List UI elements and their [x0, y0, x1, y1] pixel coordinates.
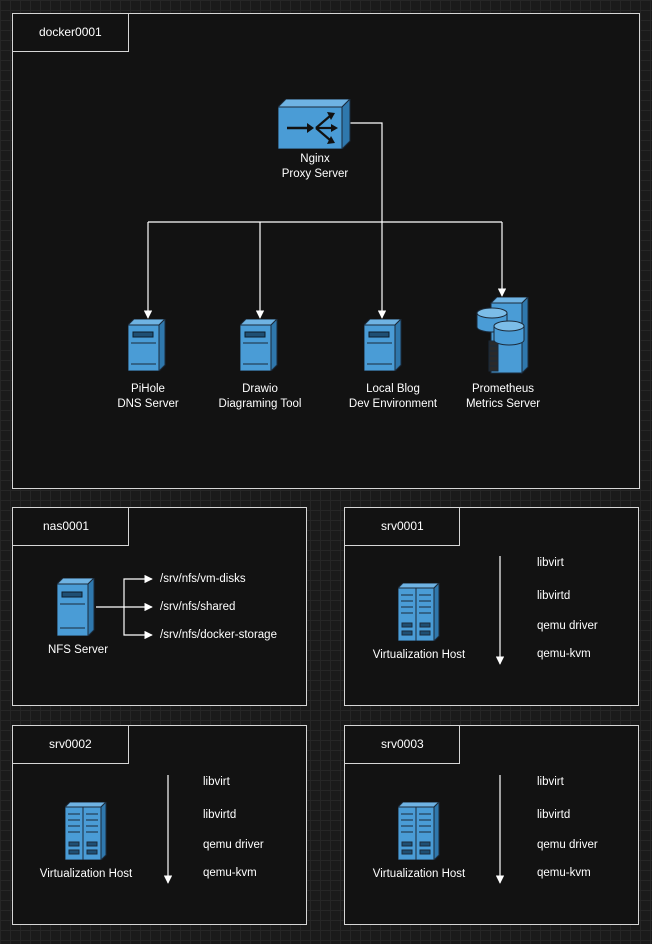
- dual-server-icon: [398, 802, 440, 860]
- stack-qemu-driver: qemu driver: [537, 839, 598, 851]
- stack-qemu-kvm: qemu-kvm: [537, 867, 591, 879]
- arrow-to-vm-disks: [123, 574, 153, 607]
- srv0003-host-label: Virtualization Host: [372, 868, 466, 880]
- stack-libvirt: libvirt: [537, 557, 564, 569]
- stack-libvirtd: libvirtd: [537, 590, 571, 602]
- service-name: PiHole: [131, 383, 165, 395]
- nfs-server-label: NFS Server: [47, 644, 109, 656]
- service-role: DNS Server: [117, 398, 179, 410]
- service-role: Dev Environment: [348, 398, 438, 410]
- server-tower-icon: [240, 319, 278, 371]
- stack-qemu-kvm: qemu-kvm: [537, 648, 591, 660]
- service-name: Local Blog: [366, 383, 420, 395]
- docker-host-title: docker0001: [12, 13, 129, 52]
- srv0001-host-label: Virtualization Host: [372, 649, 466, 661]
- docker-host-frame: docker0001: [12, 13, 640, 489]
- service-role: Metrics Server: [465, 398, 541, 410]
- nas-host-title: nas0001: [12, 507, 129, 546]
- arrow-to-docker-storage: [123, 607, 153, 640]
- service-label-blog: Local Blog Dev Environment: [349, 382, 437, 412]
- stack-libvirt: libvirt: [537, 776, 564, 788]
- stack-libvirt: libvirt: [203, 776, 230, 788]
- nfs-path-shared: /srv/nfs/shared: [160, 601, 236, 613]
- proxy-role: Proxy Server: [281, 168, 349, 180]
- stack-qemu-driver: qemu driver: [537, 620, 598, 632]
- database-server-icon: [476, 297, 529, 375]
- server-tower-icon: [364, 319, 402, 371]
- proxy-label: Nginx Proxy Server: [282, 152, 348, 182]
- service-label-drawio: Drawio Diagraming Tool: [219, 382, 302, 412]
- srv0002-frame: srv0002: [12, 725, 307, 925]
- service-name: Prometheus: [471, 383, 534, 395]
- srv0003-title: srv0003: [344, 725, 460, 764]
- dual-server-icon: [398, 583, 440, 641]
- nfs-path-docker-storage: /srv/nfs/docker-storage: [160, 629, 277, 641]
- srv0001-frame: srv0001: [344, 507, 639, 706]
- stack-qemu-driver: qemu driver: [203, 839, 264, 851]
- srv0001-title: srv0001: [344, 507, 460, 546]
- proxy-name: Nginx: [300, 153, 330, 165]
- dual-server-icon: [65, 802, 107, 860]
- service-label-prometheus: Prometheus Metrics Server: [466, 382, 540, 412]
- proxy-trunk-line: [350, 122, 383, 222]
- service-label-pihole: PiHole DNS Server: [117, 382, 178, 412]
- srv0002-title: srv0002: [12, 725, 129, 764]
- stack-libvirtd: libvirtd: [203, 809, 237, 821]
- stack-libvirtd: libvirtd: [537, 809, 571, 821]
- server-tower-icon: [57, 578, 95, 636]
- router-icon: [278, 99, 351, 149]
- stack-qemu-kvm: qemu-kvm: [203, 867, 257, 879]
- nfs-path-vm-disks: /srv/nfs/vm-disks: [160, 573, 246, 585]
- service-name: Drawio: [242, 383, 278, 395]
- srv0002-host-label: Virtualization Host: [39, 868, 133, 880]
- server-tower-icon: [128, 319, 166, 371]
- service-role: Diagraming Tool: [218, 398, 302, 410]
- srv0003-frame: srv0003: [344, 725, 639, 925]
